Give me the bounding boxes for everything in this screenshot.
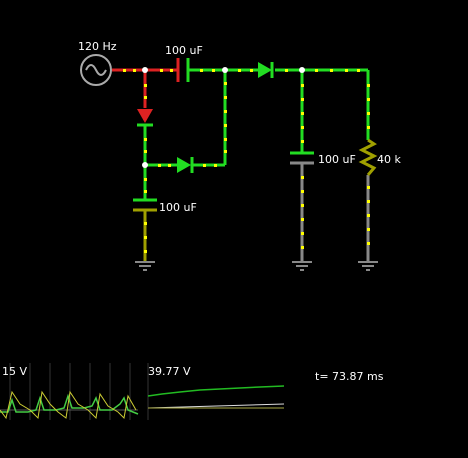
diode-top[interactable] bbox=[258, 62, 274, 78]
ground-middle-icon bbox=[292, 261, 312, 271]
scope-2-trace-white bbox=[147, 403, 285, 409]
node-dots bbox=[142, 67, 305, 168]
time-readout: t= 73.87 ms bbox=[315, 370, 384, 383]
current-dots bbox=[123, 69, 370, 253]
capacitor-left[interactable] bbox=[133, 198, 157, 212]
ac-source-icon[interactable] bbox=[80, 54, 112, 86]
diode-middle[interactable] bbox=[177, 157, 194, 173]
scope-2[interactable] bbox=[147, 363, 285, 420]
diode-left[interactable] bbox=[137, 109, 153, 127]
scope-1-trace-green bbox=[0, 393, 139, 415]
ground-right-icon bbox=[358, 261, 378, 271]
scope-2-trace-green bbox=[147, 385, 285, 397]
capacitor-right[interactable] bbox=[290, 151, 314, 165]
capacitor-top-label: 100 uF bbox=[165, 44, 203, 57]
scope-2-label: 39.77 V bbox=[148, 365, 191, 378]
capacitor-right-label: 100 uF bbox=[318, 153, 356, 166]
capacitor-top[interactable] bbox=[176, 58, 190, 82]
resistor-icon[interactable] bbox=[358, 138, 378, 176]
wire-middle[interactable] bbox=[145, 70, 227, 167]
scope-1-trace-yellow bbox=[0, 390, 137, 420]
capacitor-left-label: 100 uF bbox=[159, 201, 197, 214]
scope-1-label: 15 V bbox=[2, 365, 28, 378]
ground-left-icon bbox=[135, 261, 155, 271]
resistor-label: 40 k bbox=[377, 153, 401, 166]
scope-1[interactable] bbox=[0, 363, 139, 420]
source-frequency-label: 120 Hz bbox=[78, 40, 117, 53]
